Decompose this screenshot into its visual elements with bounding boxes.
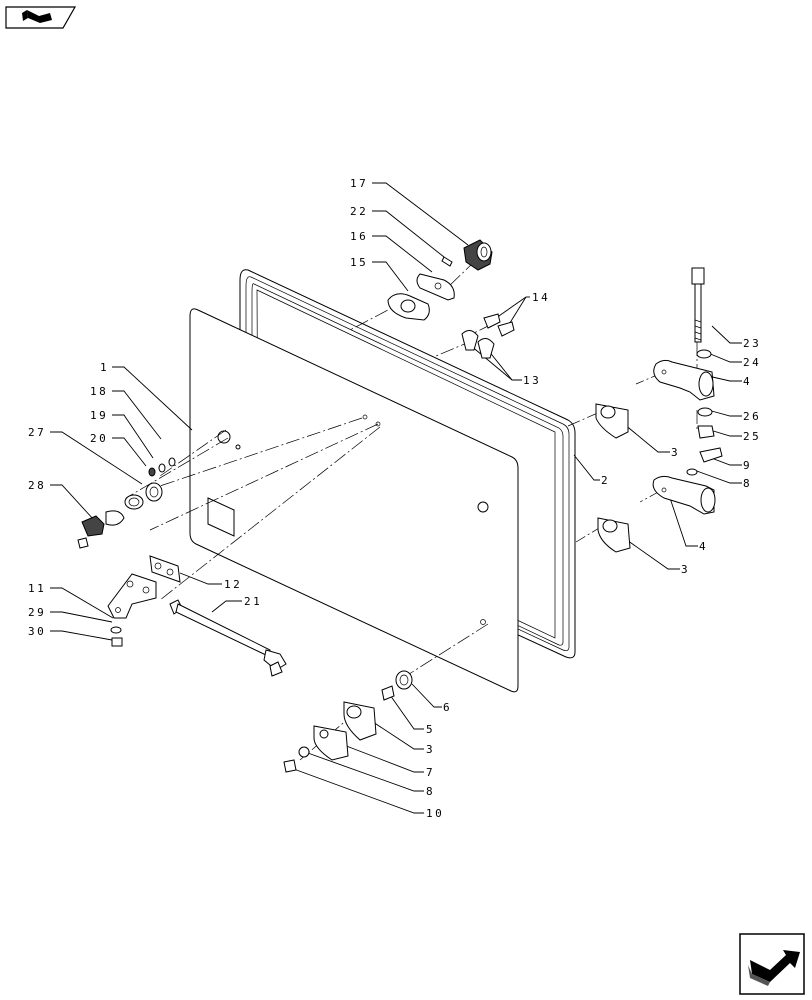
arrow-forward-icon	[748, 950, 800, 986]
callout-10: 10	[426, 807, 444, 820]
callout-3-right: 3	[681, 563, 690, 576]
callout-17: 17	[350, 177, 368, 190]
callout-4-top: 4	[743, 375, 752, 388]
callout-8-right: 8	[743, 477, 752, 490]
callout-15: 15	[350, 256, 368, 269]
callout-20: 20	[90, 432, 108, 445]
callout-24: 24	[743, 356, 761, 369]
callout-18: 18	[90, 385, 108, 398]
callout-6: 6	[443, 701, 452, 714]
callout-11: 11	[28, 582, 46, 595]
callout-19: 19	[90, 409, 108, 422]
callout-3-top: 3	[671, 446, 680, 459]
callout-13: 13	[523, 374, 541, 387]
callout-30: 30	[28, 625, 46, 638]
callout-27: 27	[28, 426, 46, 439]
callout-3-bottom: 3	[426, 743, 435, 756]
callout-22: 22	[350, 205, 368, 218]
callout-5: 5	[426, 723, 435, 736]
previous-page-button[interactable]	[5, 6, 77, 29]
callout-14: 14	[532, 291, 550, 304]
callout-21: 21	[244, 595, 262, 608]
arrow-back-icon	[22, 10, 52, 23]
leader-lines	[50, 182, 742, 814]
callout-28: 28	[28, 479, 46, 492]
next-page-button[interactable]	[739, 933, 805, 995]
callout-9: 9	[743, 459, 752, 472]
callout-23: 23	[743, 337, 761, 350]
callout-12: 12	[224, 578, 242, 591]
callout-2: 2	[601, 474, 610, 487]
door-panel	[189, 308, 519, 693]
callout-labels: 1 2 3 3 3 4 4 5 6 7 8 8 9 10 11 12 13 14…	[28, 177, 761, 820]
callout-8-bottom: 8	[426, 785, 435, 798]
callout-1: 1	[100, 361, 109, 374]
callout-7: 7	[426, 766, 435, 779]
callout-26: 26	[743, 410, 761, 423]
callout-16: 16	[350, 230, 368, 243]
callout-25: 25	[743, 430, 761, 443]
callout-29: 29	[28, 606, 46, 619]
hardware-parts	[77, 239, 723, 773]
callout-4-bottom: 4	[699, 540, 708, 553]
latch-lock	[463, 239, 493, 271]
